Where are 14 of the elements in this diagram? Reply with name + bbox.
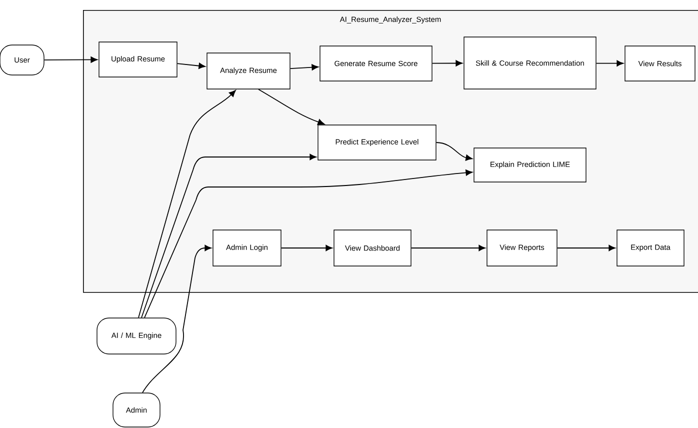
- arrow: [44, 56, 98, 63]
- arrow: [280, 244, 332, 252]
- arrow: [556, 244, 616, 252]
- arrow: [144, 170, 472, 318]
- arrow: [436, 142, 473, 161]
- arrow: [596, 60, 624, 66]
- arrow: [138, 90, 236, 318]
- arrow: [290, 64, 318, 70]
- arrow: [142, 244, 212, 394]
- arrow: [141, 154, 316, 318]
- arrow: [176, 62, 206, 69]
- arrow: [258, 88, 325, 125]
- arrow: [432, 60, 462, 66]
- arrow: [410, 244, 486, 252]
